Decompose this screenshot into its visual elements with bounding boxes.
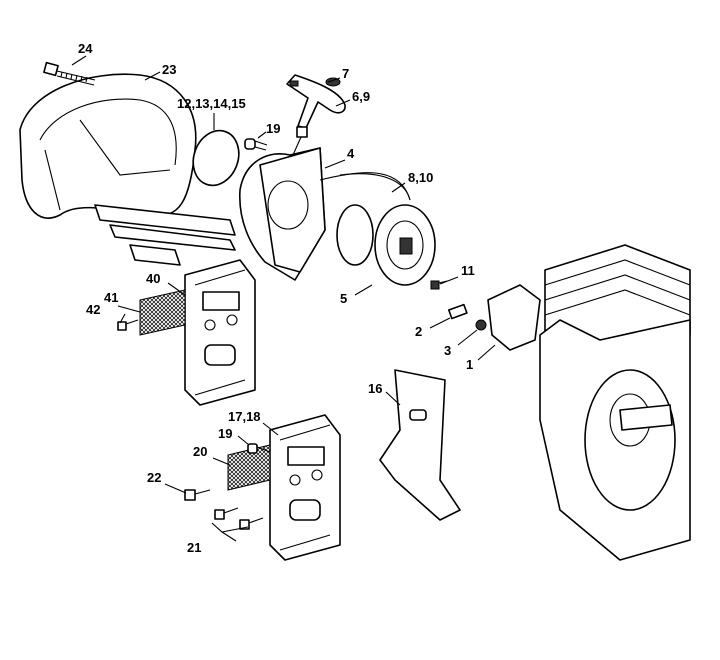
screw-part-24 bbox=[43, 61, 96, 86]
callout-11: 11 bbox=[461, 263, 475, 278]
callout-19a: 19 bbox=[266, 121, 280, 136]
callout-3: 3 bbox=[444, 343, 451, 358]
callout-8-10: 8,10 bbox=[408, 170, 433, 185]
callout-41: 41 bbox=[104, 290, 118, 305]
screw-part-19b bbox=[247, 443, 271, 454]
callout-12-15: 12,13,14,15 bbox=[177, 96, 246, 111]
engine-assembly bbox=[539, 244, 691, 561]
screw-part-19a bbox=[244, 138, 268, 151]
plug-part-2 bbox=[447, 303, 468, 320]
callout-6-9: 6,9 bbox=[352, 89, 370, 104]
heat-shield-gasket bbox=[409, 409, 427, 421]
screws-part-21 bbox=[214, 507, 264, 530]
callout-21: 21 bbox=[187, 540, 201, 555]
callout-22: 22 bbox=[147, 470, 161, 485]
callout-2: 2 bbox=[415, 324, 422, 339]
screw-part-22 bbox=[184, 489, 211, 501]
callout-16: 16 bbox=[368, 381, 382, 396]
callout-4: 4 bbox=[347, 146, 355, 161]
callout-19b: 19 bbox=[218, 426, 232, 441]
callout-20: 20 bbox=[193, 444, 207, 459]
callout-7: 7 bbox=[342, 66, 349, 81]
callout-17-18: 17,18 bbox=[228, 409, 261, 424]
starter-housing-part-4 bbox=[239, 147, 411, 281]
screw-part-42 bbox=[117, 319, 139, 331]
gasket-part-12-15 bbox=[192, 129, 240, 187]
heat-shield-part-16 bbox=[379, 369, 461, 521]
spring-part-3 bbox=[475, 319, 487, 331]
callout-42: 42 bbox=[86, 302, 100, 317]
callout-1: 1 bbox=[466, 357, 473, 372]
ignition-module-part-1 bbox=[487, 284, 541, 351]
rope-rotor-part-5 bbox=[336, 204, 436, 286]
callout-23: 23 bbox=[162, 62, 176, 77]
muffler-part-40 bbox=[184, 259, 256, 406]
muffler-part-17-18 bbox=[269, 414, 341, 561]
spark-screen-part-41 bbox=[139, 289, 186, 336]
starter-rope-part-8-10 bbox=[339, 173, 411, 201]
shroud-part-23 bbox=[19, 73, 236, 266]
callout-24: 24 bbox=[78, 41, 93, 56]
ring-part-7 bbox=[325, 77, 341, 87]
leader-lines bbox=[71, 55, 496, 542]
starter-grip-part-6-9 bbox=[286, 74, 346, 156]
callout-40: 40 bbox=[146, 271, 160, 286]
callout-5: 5 bbox=[340, 291, 347, 306]
